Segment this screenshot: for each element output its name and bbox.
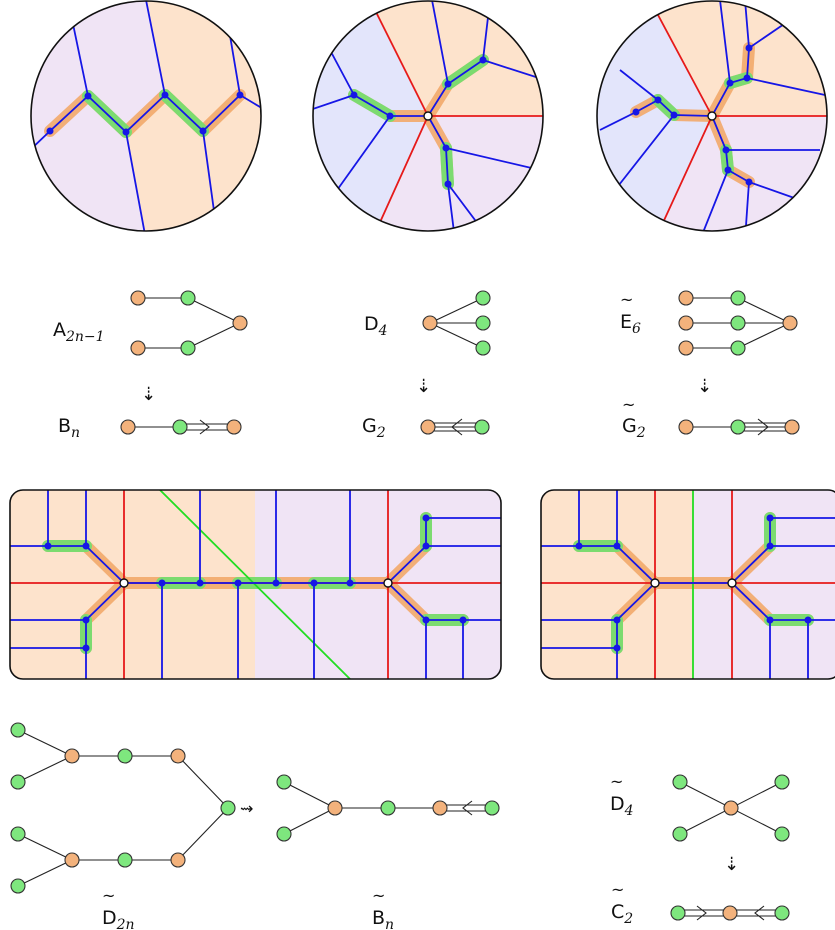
fold-arrow-1: ⇣ [141,384,156,405]
dynkin-d2nt: ~ D2n [10,722,236,930]
label-c2t: C2 [611,901,633,927]
disk-a [31,1,261,231]
dynkin-c2t: ~ C2 [611,880,790,927]
dynkin-g2t: ~ G2 [622,395,800,441]
fold-arrow-2: ⇣ [416,376,431,397]
label-d2nt: D2n [102,907,135,930]
panel-d4t [541,490,835,679]
label-e6t: E6 [620,311,641,337]
tilde-g2: ~ [622,395,635,414]
label-bnt: Bn [372,907,394,930]
disk-e [597,1,827,231]
label-d4t: D4 [610,793,634,819]
fold-arrow-3: ⇣ [697,376,712,397]
dynkin-d4: D4 [364,290,491,356]
tilde-d2n: ~ [102,886,115,905]
label-bn: Bn [58,415,80,441]
label-g2t: G2 [622,415,646,441]
tilde-c2: ~ [611,880,624,899]
tilde-bn: ~ [372,886,385,905]
dynkin-d4t: ~ D4 [610,772,790,842]
dynkin-e6t: ~ E6 [620,290,798,356]
dynkin-bnt: ~ Bn [276,774,500,930]
tilde-d4: ~ [610,772,623,791]
panel-d2n [10,490,501,679]
dynkin-a2n1: A2n−1 [53,290,248,356]
fold-arrow-5: ⇣ [724,854,739,875]
tilde-e6: ~ [620,290,633,309]
label-g2: G2 [362,415,386,441]
fold-arrow-4: ⇝ [240,799,253,818]
label-d4: D4 [364,313,388,339]
dynkin-g2: G2 [362,415,490,441]
dynkin-bn: Bn [58,415,242,441]
label-a2n1: A2n−1 [53,319,105,345]
